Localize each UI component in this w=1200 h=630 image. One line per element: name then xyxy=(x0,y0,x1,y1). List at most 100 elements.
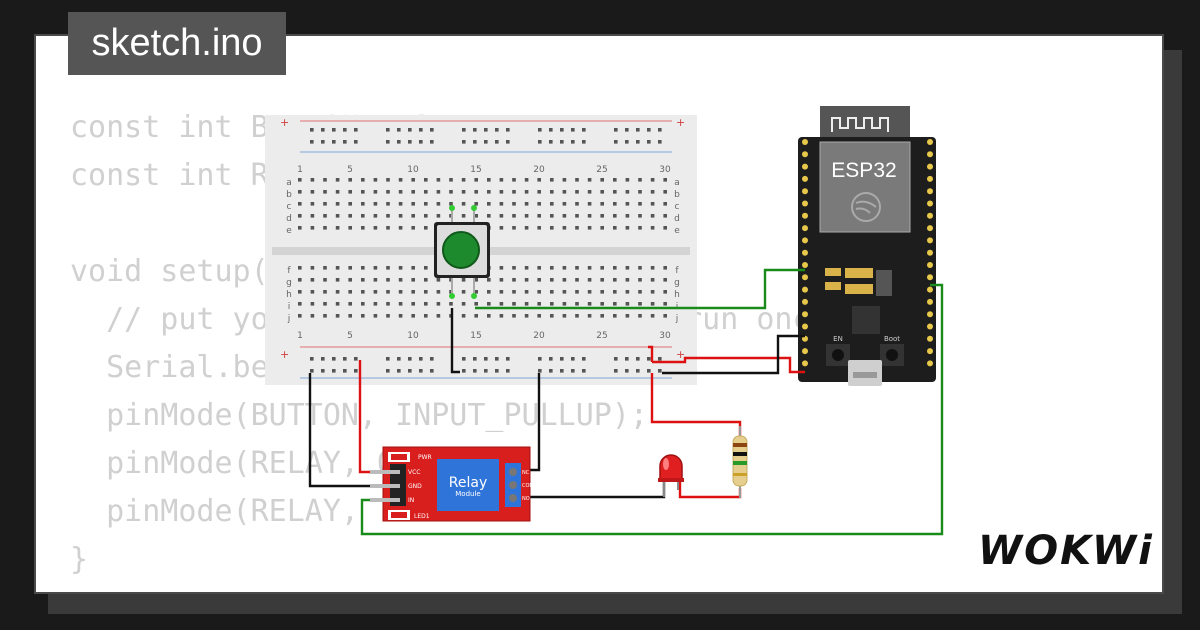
breadboard-hole xyxy=(499,290,504,294)
esp32-board[interactable]: ESP32 Boot EN xyxy=(798,106,936,386)
breadboard-hole xyxy=(499,302,504,306)
breadboard-hole xyxy=(537,278,541,282)
breadboard-hole xyxy=(398,178,403,182)
breadboard-hole xyxy=(424,290,428,294)
breadboard-hole xyxy=(638,178,642,182)
breadboard-hole xyxy=(550,266,554,270)
breadboard-hole xyxy=(348,202,352,206)
esp32-pin xyxy=(927,225,933,232)
breadboard-hole xyxy=(663,226,667,230)
breadboard-hole xyxy=(550,278,554,282)
breadboard-hole xyxy=(373,178,378,182)
breadboard-hole xyxy=(411,202,415,206)
push-button[interactable] xyxy=(434,205,490,299)
resistor[interactable] xyxy=(732,426,748,498)
breadboard-hole xyxy=(625,140,629,144)
breadboard-hole xyxy=(562,190,567,194)
red-led[interactable] xyxy=(658,454,684,497)
breadboard-hole xyxy=(298,226,302,230)
breadboard-hole xyxy=(538,140,542,144)
breadboard-hole xyxy=(343,128,347,132)
breadboard-hole xyxy=(499,178,504,182)
breadboard-hole xyxy=(663,314,667,318)
breadboard-hole xyxy=(361,314,365,318)
breadboard-hole xyxy=(474,302,478,306)
breadboard-hole xyxy=(332,357,336,361)
breadboard-hole xyxy=(321,369,325,373)
breadboard-hole xyxy=(524,178,529,182)
breadboard-hole xyxy=(495,140,499,144)
breadboard-hole xyxy=(348,190,352,194)
breadboard-hole xyxy=(587,202,592,206)
project-title[interactable]: sketch.ino xyxy=(68,12,286,75)
breadboard-hole xyxy=(335,302,340,306)
breadboard-hole xyxy=(386,369,390,373)
esp32-pin xyxy=(802,225,808,232)
breadboard-hole xyxy=(373,266,378,270)
breadboard-hole xyxy=(461,314,466,318)
breadboard-hole xyxy=(575,290,579,294)
breadboard-hole xyxy=(537,190,541,194)
row-letter: g xyxy=(286,278,292,288)
esp32-label: ESP32 xyxy=(831,159,896,182)
esp32-pin xyxy=(802,212,808,219)
column-number: 30 xyxy=(659,331,671,341)
column-number: 15 xyxy=(470,331,481,341)
breadboard-hole xyxy=(625,302,630,306)
breadboard-hole xyxy=(332,369,336,373)
breadboard-hole xyxy=(600,290,604,294)
breadboard-hole xyxy=(524,266,529,270)
breadboard-hole xyxy=(613,190,617,194)
breadboard-hole xyxy=(663,214,667,218)
breadboard-hole xyxy=(474,278,478,282)
breadboard-hole xyxy=(386,140,390,144)
esp32-pin xyxy=(927,311,933,318)
breadboard-hole xyxy=(613,314,617,318)
relay-pin-label: GND xyxy=(408,483,422,490)
relay-terminal-label: COM xyxy=(522,483,534,489)
esp32-pin xyxy=(802,262,808,268)
relay-module[interactable]: PWR LED1 VCC GND IN Relay Module NC COM … xyxy=(370,446,534,522)
breadboard-hole xyxy=(398,226,403,230)
breadboard-hole xyxy=(636,357,640,361)
breadboard-hole xyxy=(323,314,327,318)
breadboard-hole xyxy=(348,214,352,218)
breadboard-hole xyxy=(538,128,542,132)
breadboard-hole xyxy=(499,226,504,230)
breadboard-hole xyxy=(562,314,567,318)
breadboard-hole xyxy=(298,202,302,206)
breadboard-hole xyxy=(647,128,651,132)
breadboard-hole xyxy=(332,128,336,132)
row-letter: d xyxy=(674,214,680,224)
breadboard-hole xyxy=(343,369,347,373)
breadboard-hole xyxy=(424,302,428,306)
breadboard-hole xyxy=(600,202,604,206)
column-number: 30 xyxy=(659,165,671,175)
breadboard-hole xyxy=(348,266,352,270)
breadboard-hole xyxy=(663,278,667,282)
esp32-pin xyxy=(927,286,933,293)
breadboard-hole xyxy=(335,314,340,318)
breadboard-hole xyxy=(348,278,352,282)
breadboard-hole xyxy=(310,369,314,373)
breadboard-hole xyxy=(487,178,491,182)
breadboard-hole xyxy=(537,290,541,294)
column-number: 25 xyxy=(596,165,607,175)
breadboard-hole xyxy=(354,140,358,144)
breadboard-hole xyxy=(512,278,516,282)
breadboard-hole xyxy=(321,357,325,361)
breadboard-hole xyxy=(506,357,510,361)
breadboard-hole xyxy=(473,128,477,132)
breadboard-hole xyxy=(537,226,541,230)
breadboard-hole xyxy=(625,357,629,361)
wokwi-logo[interactable]: WOKWi xyxy=(978,528,1154,574)
breadboard-hole xyxy=(298,214,302,218)
breadboard-hole xyxy=(638,190,642,194)
breadboard-hole xyxy=(625,128,629,132)
plus-label: + xyxy=(280,348,289,361)
breadboard-hole xyxy=(310,140,314,144)
breadboard-hole xyxy=(487,290,491,294)
breadboard-hole xyxy=(625,266,630,270)
breadboard-hole xyxy=(408,369,412,373)
